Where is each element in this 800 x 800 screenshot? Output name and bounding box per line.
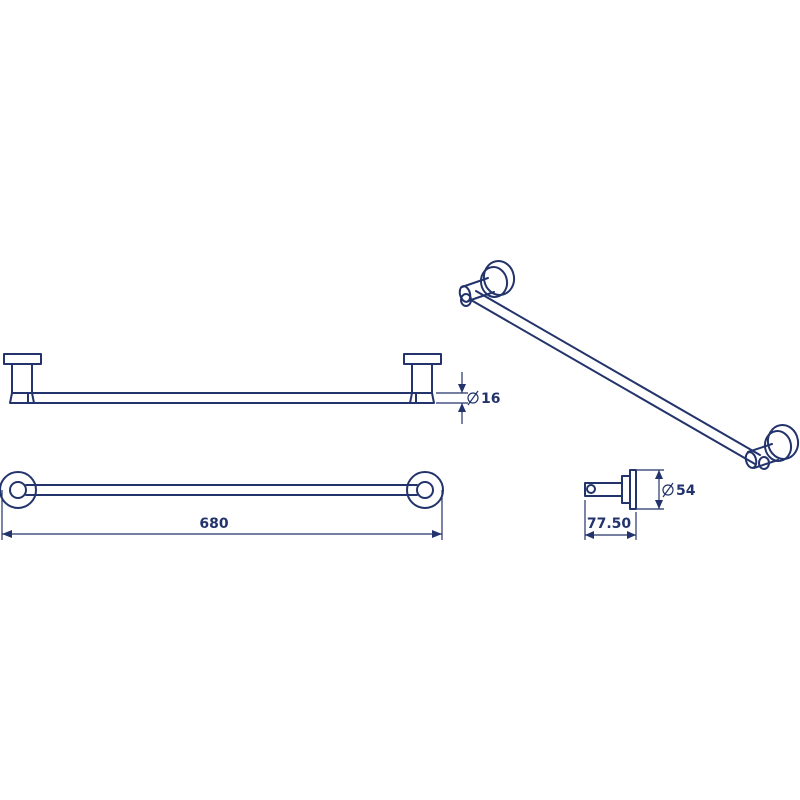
top-view: 680 [0, 471, 444, 540]
left-post [11, 363, 33, 394]
projection-label: 77.50 [587, 516, 632, 532]
isometric-view [458, 260, 800, 470]
projection-dimension: 77.50 [584, 500, 637, 540]
right-post-cap [409, 392, 435, 404]
front-view-right-bracket [403, 353, 442, 404]
left-post-cap [9, 392, 35, 404]
flange-diameter-dimension: 54 [637, 469, 696, 510]
top-view-left-flange [0, 471, 37, 509]
side-view-bar-end [586, 484, 596, 494]
side-view: 54 77.50 [584, 469, 696, 540]
front-view-left-bracket [3, 353, 42, 404]
iso-left-flange [479, 260, 516, 298]
right-flange-top [403, 353, 442, 365]
bar-diameter-dimension: 16 [436, 372, 500, 424]
front-view-bar [27, 392, 417, 404]
iso-right-flange [763, 424, 800, 462]
iso-left-post [458, 277, 495, 307]
left-flange-top [3, 353, 42, 365]
bar-diameter-label: 16 [481, 391, 500, 407]
front-view: 16 [3, 353, 500, 424]
iso-right-post [744, 443, 779, 470]
diameter-symbol-icon [662, 482, 674, 498]
side-view-flange-inner [621, 475, 631, 504]
iso-bar [470, 290, 761, 465]
side-view-flange-outer [629, 469, 637, 510]
overall-length-label: 680 [199, 516, 228, 532]
flange-diameter-label: 54 [676, 483, 696, 499]
right-post [411, 363, 433, 394]
top-view-right-flange [406, 471, 444, 509]
overall-length-dimension: 680 [1, 490, 443, 540]
diameter-symbol-icon [467, 390, 479, 406]
